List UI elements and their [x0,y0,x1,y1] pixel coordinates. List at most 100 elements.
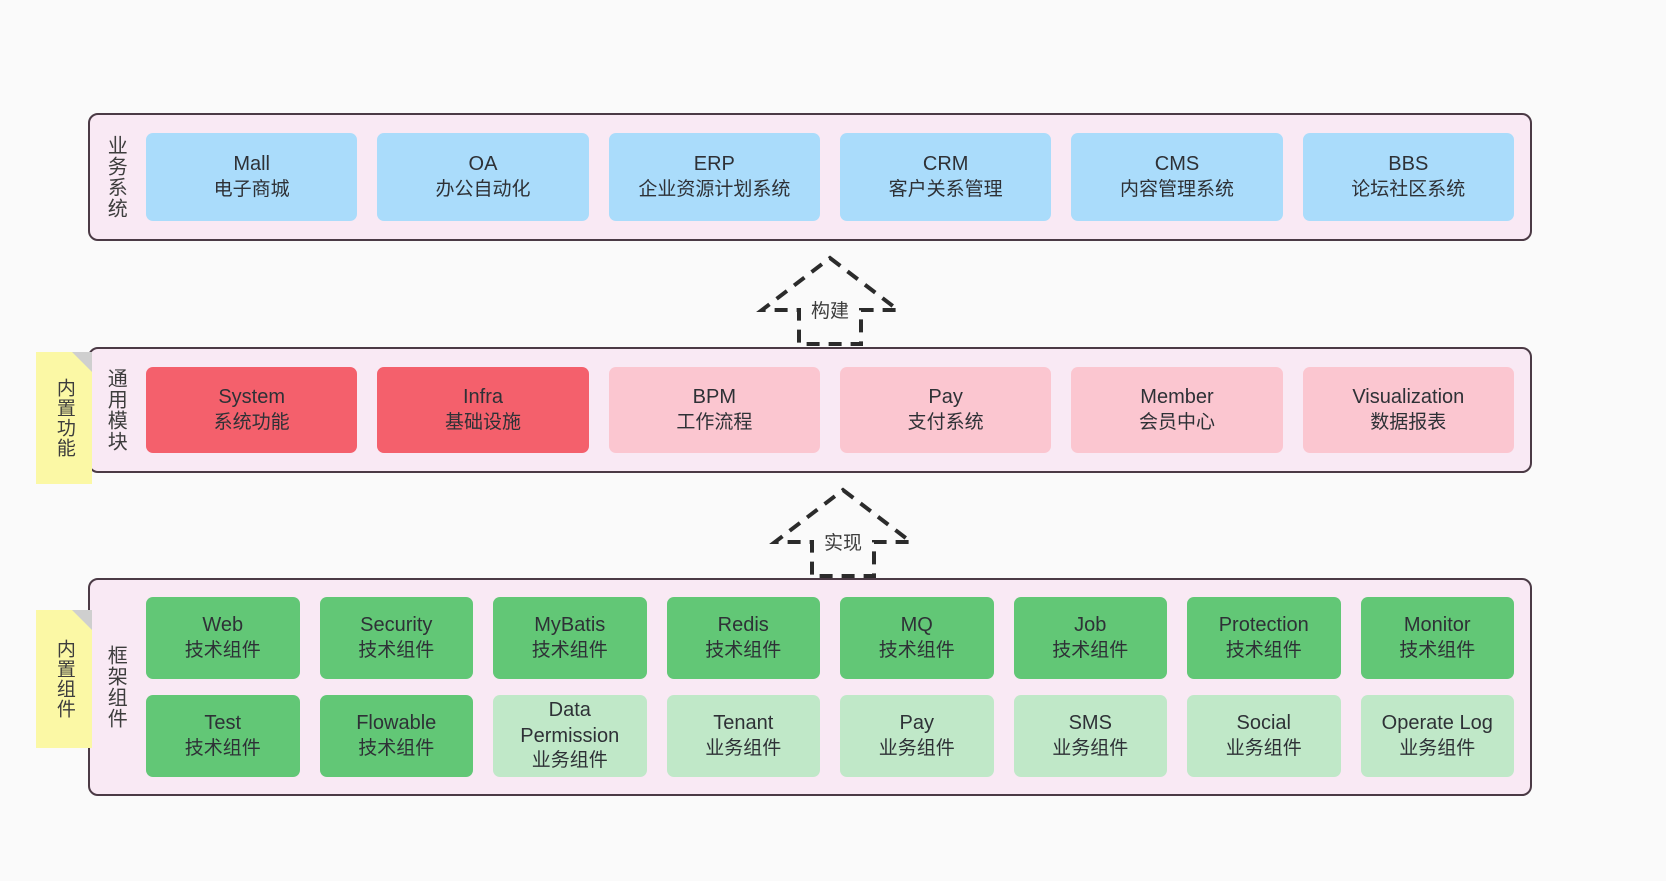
layer-body-business-systems: Mall 电子商城 OA 办公自动化 ERP 企业资源计划系统 CRM 客户关系… [140,115,1530,239]
card-mq-subtitle: 技术组件 [878,639,955,661]
card-mybatis-title: MyBatis [534,614,606,637]
card-crm-title: CRM [922,153,969,176]
card-mall-title: Mall [233,153,270,176]
card-monitor[interactable]: Monitor 技术组件 [1360,597,1514,679]
card-sms[interactable]: SMS 业务组件 [1013,695,1167,777]
card-infra-title: Infra [462,386,503,409]
layer-common-modules: 通用模块 System 系统功能 Infra 基础设施 BPM 工作流程 Pay… [88,347,1532,473]
card-bbs-subtitle: 论坛社区系统 [1351,178,1466,200]
card-mybatis[interactable]: MyBatis 技术组件 [493,597,647,679]
card-erp-subtitle: 企业资源计划系统 [638,178,791,200]
card-job[interactable]: Job 技术组件 [1013,597,1167,679]
framework-business-row: Test 技术组件 Flowable 技术组件 Data Permission … [146,695,1514,777]
card-pay-module[interactable]: Pay 支付系统 [839,367,1052,453]
layer-body-framework-components: Web 技术组件 Security 技术组件 MyBatis 技术组件 Redi… [140,580,1530,794]
card-tenant[interactable]: Tenant 业务组件 [666,695,820,777]
card-mq[interactable]: MQ 技术组件 [840,597,994,679]
card-bbs-title: BBS [1388,153,1429,176]
card-crm-subtitle: 客户关系管理 [888,178,1003,200]
card-visualization[interactable]: Visualization 数据报表 [1302,367,1514,453]
card-data-permission-title: Data Permission [520,699,620,747]
card-bpm[interactable]: BPM 工作流程 [608,367,820,453]
card-oa[interactable]: OA 办公自动化 [377,133,589,221]
card-erp-title: ERP [693,153,735,176]
card-oa-subtitle: 办公自动化 [435,178,531,200]
card-bpm-title: BPM [692,386,736,409]
card-member-subtitle: 会员中心 [1138,411,1215,433]
card-protection[interactable]: Protection 技术组件 [1187,597,1341,679]
build-arrow: 构建 [755,252,905,348]
card-security-subtitle: 技术组件 [358,639,435,661]
layer-title-business-systems: 业务系统 [104,135,127,219]
card-job-subtitle: 技术组件 [1052,639,1129,661]
card-test-title: Test [204,712,242,735]
card-security[interactable]: Security 技术组件 [319,597,473,679]
note-fold-corner-icon [72,352,92,372]
card-data-permission-subtitle: 业务组件 [531,750,608,772]
layer-body-common-modules: System 系统功能 Infra 基础设施 BPM 工作流程 Pay 支付系统… [140,349,1530,471]
implement-arrow: 实现 [768,484,918,580]
card-test-subtitle: 技术组件 [184,737,261,759]
card-operate-log-title: Operate Log [1381,712,1493,735]
card-social-subtitle: 业务组件 [1225,737,1302,759]
card-security-title: Security [360,614,433,637]
card-mybatis-subtitle: 技术组件 [531,639,608,661]
card-web[interactable]: Web 技术组件 [146,597,300,679]
builtin-components-note-text: 内置组件 [53,639,75,719]
card-infra[interactable]: Infra 基础设施 [377,367,589,453]
builtin-features-note-text: 内置功能 [53,378,75,458]
card-flowable-subtitle: 技术组件 [358,737,435,759]
card-operate-log[interactable]: Operate Log 业务组件 [1360,695,1514,777]
card-pay-component[interactable]: Pay 业务组件 [840,695,994,777]
card-job-title: Job [1074,614,1107,637]
card-flowable[interactable]: Flowable 技术组件 [319,695,473,777]
card-member[interactable]: Member 会员中心 [1071,367,1283,453]
card-visualization-title: Visualization [1352,386,1465,409]
card-tenant-title: Tenant [713,712,774,735]
implement-arrow-label: 实现 [823,533,862,554]
card-web-subtitle: 技术组件 [184,639,261,661]
builtin-features-note: 内置功能 [36,352,92,484]
card-social-title: Social [1236,712,1291,735]
card-flowable-title: Flowable [356,712,437,735]
note-fold-corner-icon [72,610,92,630]
card-redis-subtitle: 技术组件 [705,639,782,661]
card-pay-component-title: Pay [899,712,934,735]
card-member-title: Member [1140,386,1214,409]
card-erp[interactable]: ERP 企业资源计划系统 [608,133,820,221]
card-web-title: Web [202,614,244,637]
framework-tech-row: Web 技术组件 Security 技术组件 MyBatis 技术组件 Redi… [146,597,1514,679]
card-system-subtitle: 系统功能 [213,411,290,433]
card-cms-subtitle: 内容管理系统 [1119,178,1234,200]
card-tenant-subtitle: 业务组件 [705,737,782,759]
card-protection-title: Protection [1218,614,1309,637]
card-social[interactable]: Social 业务组件 [1187,695,1341,777]
card-pay-module-subtitle: 支付系统 [907,411,984,433]
card-system[interactable]: System 系统功能 [146,367,358,453]
card-redis-title: Redis [717,614,769,637]
build-arrow-shape [756,255,904,346]
layer-business-systems: 业务系统 Mall 电子商城 OA 办公自动化 ERP 企业资源计划系统 CRM… [88,113,1532,241]
card-crm[interactable]: CRM 客户关系管理 [839,133,1052,221]
card-pay-module-title: Pay [928,386,963,409]
layer-title-common-modules: 通用模块 [104,368,127,452]
card-system-title: System [218,386,285,409]
card-pay-component-subtitle: 业务组件 [878,737,955,759]
card-cms[interactable]: CMS 内容管理系统 [1071,133,1283,221]
card-sms-title: SMS [1068,712,1112,735]
layer-title-framework-components: 框架组件 [104,645,127,729]
card-operate-log-subtitle: 业务组件 [1399,737,1476,759]
card-data-permission[interactable]: Data Permission 业务组件 [493,695,647,777]
build-arrow-label: 构建 [810,301,849,322]
card-monitor-subtitle: 技术组件 [1399,639,1476,661]
card-sms-subtitle: 业务组件 [1052,737,1129,759]
card-oa-title: OA [468,153,498,176]
card-bpm-subtitle: 工作流程 [676,411,753,433]
card-redis[interactable]: Redis 技术组件 [666,597,820,679]
card-test[interactable]: Test 技术组件 [146,695,300,777]
card-mall[interactable]: Mall 电子商城 [146,133,358,221]
builtin-components-note: 内置组件 [36,610,92,748]
card-bbs[interactable]: BBS 论坛社区系统 [1302,133,1514,221]
card-visualization-subtitle: 数据报表 [1370,411,1447,433]
